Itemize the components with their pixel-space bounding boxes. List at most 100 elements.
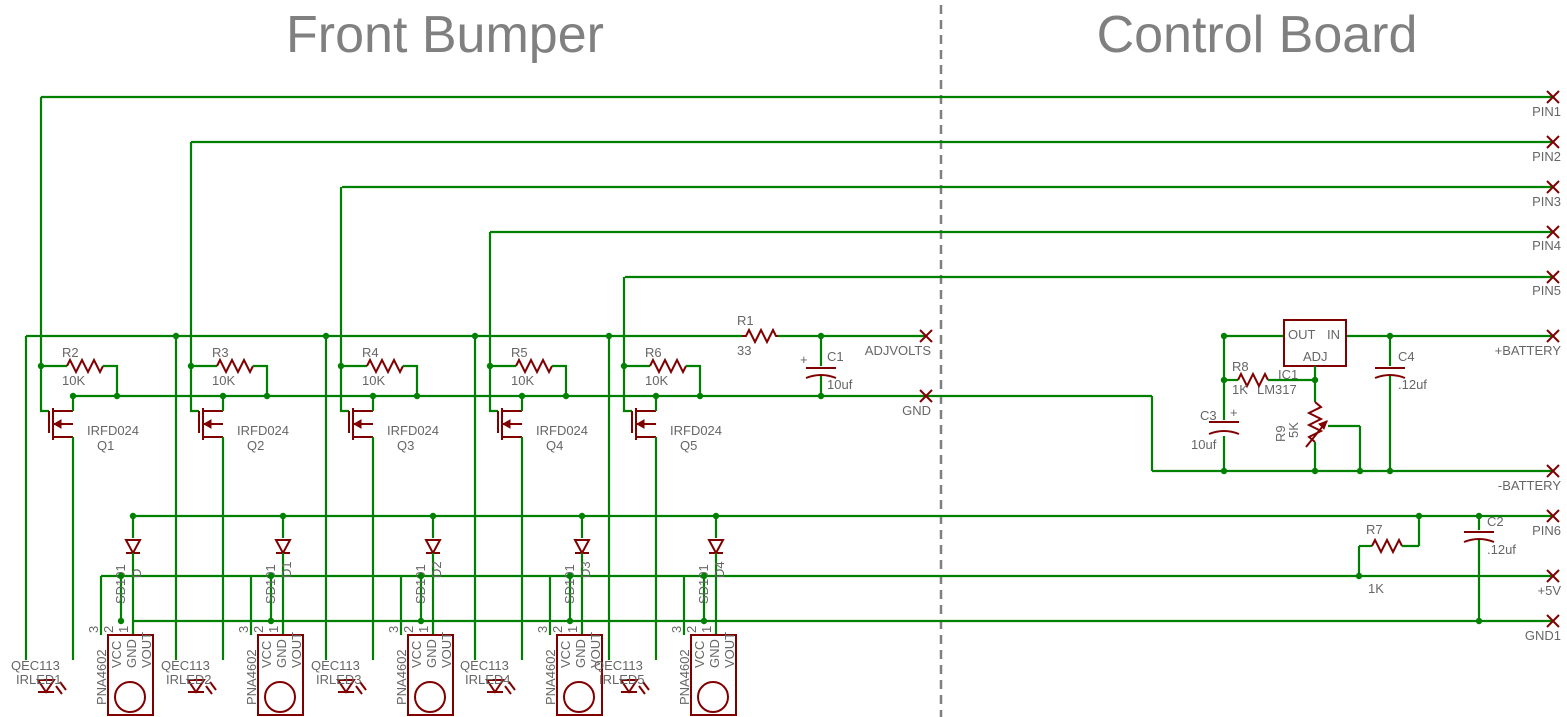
resistor-2 <box>216 357 254 375</box>
junction-dot <box>417 617 425 625</box>
ic1-adj-pin: ADJ <box>1303 349 1328 364</box>
pin6-label: PIN6 <box>1532 523 1561 538</box>
sensor-pin-num-1-3: 2 <box>401 626 416 633</box>
sensor-pin-num-0-1: 3 <box>86 626 101 633</box>
junction-dot <box>562 392 570 400</box>
fet-ref-3: Q3 <box>397 438 414 453</box>
sensor-pin-num-0-5: 3 <box>669 626 684 633</box>
led-ref-1: IRLED1 <box>16 672 62 687</box>
junction-dots <box>37 332 1483 625</box>
r8-value: 1K <box>1232 382 1248 397</box>
sensor-pin-vcc-3: VCC <box>409 641 424 668</box>
junction-dot <box>696 392 704 400</box>
junction-dot <box>518 392 526 400</box>
junction-dot <box>219 392 227 400</box>
sensor-body-5 <box>690 634 737 716</box>
diode-5 <box>707 539 725 556</box>
junction-dot <box>1386 467 1394 475</box>
sensor-pin-num-2-2: 1 <box>266 626 281 633</box>
ic1-ref: IC1 <box>1278 367 1298 382</box>
junction-dot <box>172 332 180 340</box>
c4-ref: C4 <box>1398 349 1415 364</box>
led-ref-3: IRLED3 <box>316 672 362 687</box>
led-ref-2: IRLED2 <box>166 672 212 687</box>
sensor-pin-vout-3: VOUT <box>439 632 454 668</box>
sensor-pin-vout-2: VOUT <box>289 632 304 668</box>
c3-capacitor <box>1208 421 1240 435</box>
sensor-pin-num-2-5: 1 <box>699 626 714 633</box>
res-value-1: 10K <box>62 373 85 388</box>
res-value-2: 10K <box>212 373 235 388</box>
sensor-pin-vout-5: VOUT <box>722 632 737 668</box>
gate-wire-3 <box>339 187 349 413</box>
gate-wire-2 <box>189 142 199 413</box>
diode-part-5: SD101 <box>696 564 711 604</box>
junction-dot <box>712 512 720 520</box>
junction-dot <box>817 392 825 400</box>
junction-dot <box>652 392 660 400</box>
junction-dot <box>1415 512 1423 520</box>
fet-ref-4: Q4 <box>546 438 563 453</box>
diode-ref-5: D4 <box>712 561 727 578</box>
junction-dot <box>267 572 275 580</box>
diode-3 <box>424 539 442 556</box>
res-value-5: 10K <box>645 373 668 388</box>
fet-ref-2: Q2 <box>247 438 264 453</box>
c3-polarity: + <box>1230 405 1238 420</box>
junction-dot <box>1220 332 1228 340</box>
sensor-part-4: PNA4602 <box>543 649 558 705</box>
c3-value: 10uf <box>1191 437 1217 452</box>
v5-label: +5V <box>1538 583 1562 598</box>
res-right-wire-4 <box>552 364 568 396</box>
sensor-pin-gnd-4: GND <box>573 639 588 668</box>
junction-dot <box>69 392 77 400</box>
res-right-wire-2 <box>253 364 269 396</box>
junction-dot <box>113 392 121 400</box>
junction-dot <box>566 617 574 625</box>
sensor-pin-num-2-1: 1 <box>116 626 131 633</box>
junction-dot <box>1475 512 1483 520</box>
sensor-pin-num-1-5: 2 <box>684 626 699 633</box>
pin3-label: PIN3 <box>1532 194 1561 209</box>
diode-2 <box>274 539 292 556</box>
junction-dot <box>566 572 574 580</box>
r7-ref: R7 <box>1366 522 1383 537</box>
junction-dot <box>263 392 271 400</box>
led-ref-5: IRLED5 <box>599 672 645 687</box>
sensor-part-2: PNA4602 <box>244 649 259 705</box>
front-bumper-title: Front Bumper <box>286 6 604 64</box>
ic1-out-pin: OUT <box>1288 327 1316 342</box>
c4-value: .12uf <box>1398 377 1427 392</box>
pin5-label: PIN5 <box>1532 283 1561 298</box>
junction-dot <box>117 617 125 625</box>
junction-dot <box>578 512 586 520</box>
regulator-network <box>1222 336 1406 471</box>
ic1-in-pin: IN <box>1327 327 1340 342</box>
sensor-pin-gnd-5: GND <box>707 639 722 668</box>
junction-dot <box>817 332 825 340</box>
sensor-body-4 <box>556 634 603 716</box>
ir-led-5 <box>619 679 639 694</box>
sensor-pin-num-1-1: 2 <box>101 626 116 633</box>
battery-neg-label: -BATTERY <box>1498 478 1561 493</box>
junction-dot <box>267 617 275 625</box>
fet-part-1: IRFD024 <box>87 423 139 438</box>
junction-dot <box>620 362 628 370</box>
sensor-pin-vcc-1: VCC <box>109 641 124 668</box>
pin2-label: PIN2 <box>1532 149 1561 164</box>
resistor-1 <box>66 357 104 375</box>
junction-dot <box>322 332 330 340</box>
sensor-pin-gnd-1: GND <box>124 639 139 668</box>
bus-wires <box>26 95 1553 623</box>
junction-dot <box>1475 617 1483 625</box>
adjvolts-label: ADJVOLTS <box>865 343 932 358</box>
resistor-5 <box>649 357 687 375</box>
res-ref-3: R4 <box>362 345 379 360</box>
junction-dot <box>1355 572 1363 580</box>
sensor-pin-num-0-4: 3 <box>535 626 550 633</box>
r1-value: 33 <box>737 343 751 358</box>
sensor-part-5: PNA4602 <box>677 649 692 705</box>
led-ref-4: IRLED4 <box>465 672 511 687</box>
diode-part-2: SD101 <box>263 564 278 604</box>
